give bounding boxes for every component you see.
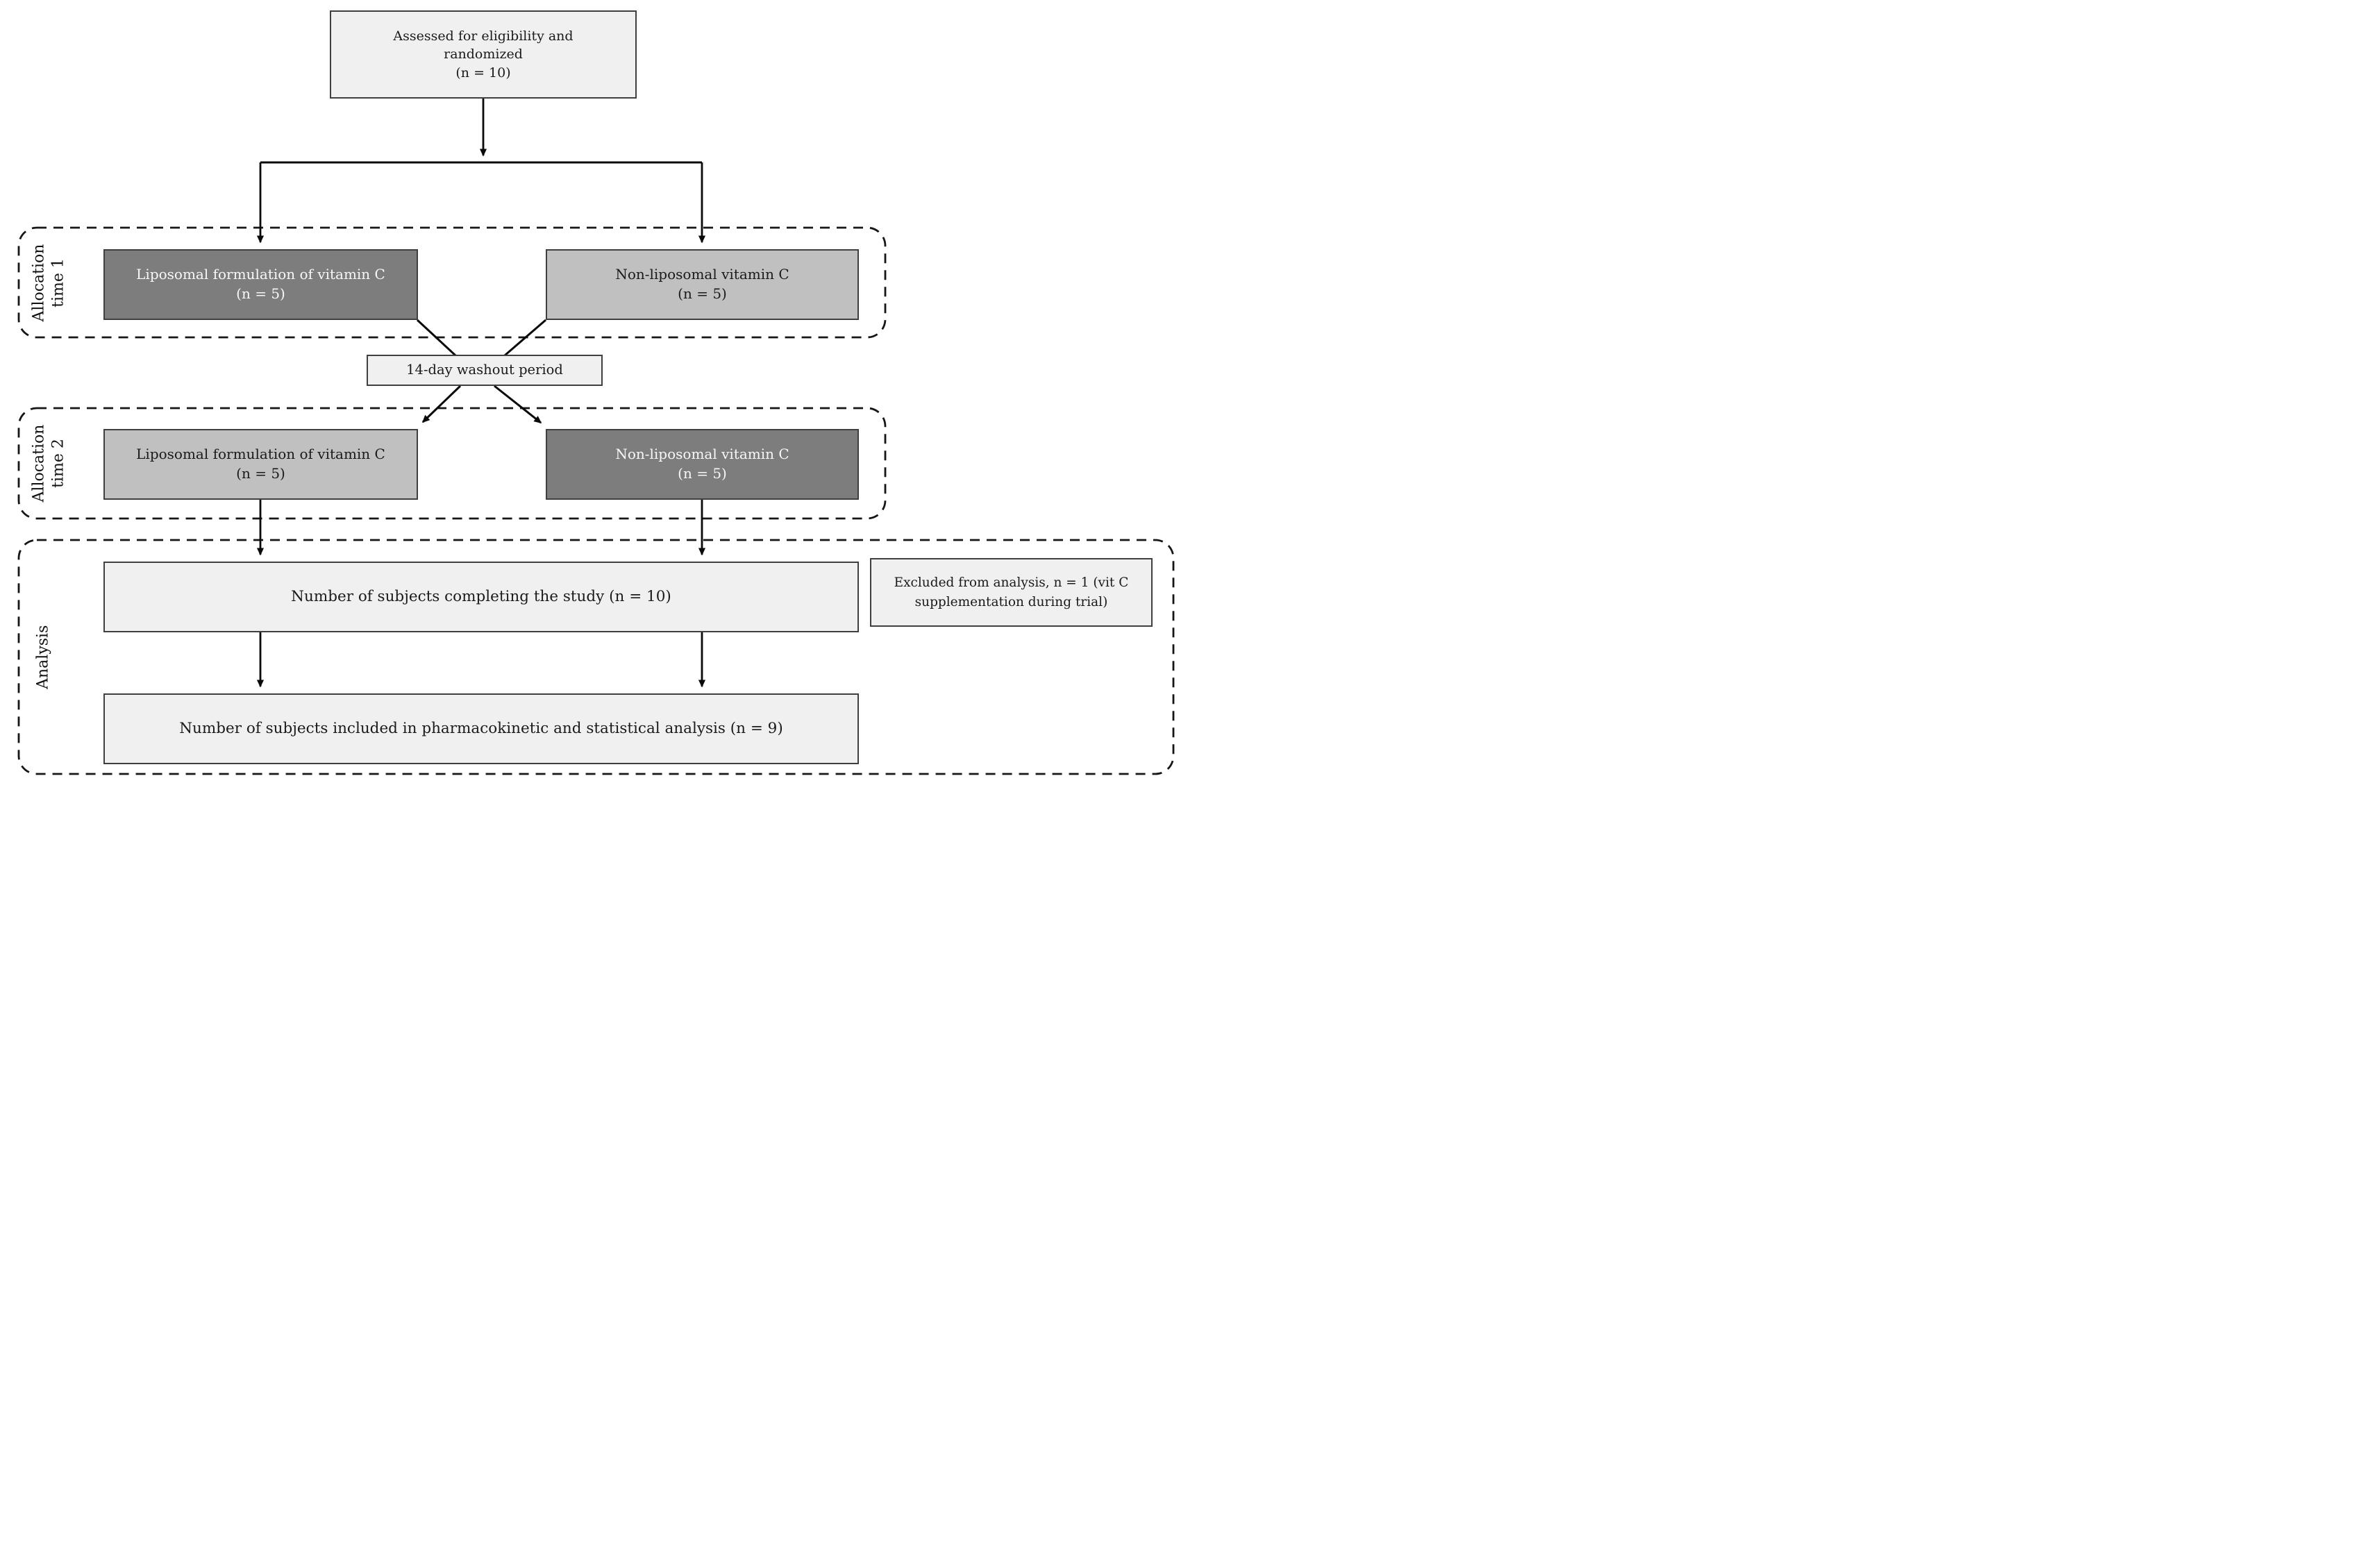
allocation1-liposomal-box: Liposomal formulation of vitamin C (n = … [103,249,418,320]
line-allocation1-liposomal-to-washout [416,319,457,357]
allocation1-nonliposomal-title: Non-liposomal vitamin C [615,266,789,283]
allocation1-nonliposomal-n: (n = 5) [678,285,727,302]
excluded-box: Excluded from analysis, n = 1 (vit C sup… [870,558,1153,627]
assessed-box: Assessed for eligibility and randomized … [330,10,637,99]
excluded-text-line1: Excluded from analysis, n = 1 (vit C [894,575,1129,590]
allocation1-region-frame [17,226,887,339]
included-box: Number of subjects included in pharmacok… [103,693,859,764]
included-text: Number of subjects included in pharmacok… [179,720,783,738]
allocation2-nonliposomal-title: Non-liposomal vitamin C [615,446,789,463]
assessed-text-line1: Assessed for eligibility and [393,28,574,44]
allocation2-nonliposomal-n: (n = 5) [678,465,727,482]
excluded-text-line2: supplementation during trial) [914,594,1108,609]
allocation1-nonliposomal-box: Non-liposomal vitamin C (n = 5) [546,249,859,320]
analysis-region-frame [17,539,1175,775]
allocation1-liposomal-title: Liposomal formulation of vitamin C [136,266,385,283]
allocation2-liposomal-n: (n = 5) [236,465,285,482]
consort-flow-diagram: Assessed for eligibility and randomized … [0,0,1184,784]
assessed-n: (n = 10) [455,65,511,81]
connector-lines [17,99,1175,775]
assessed-text-line2: randomized [444,47,523,62]
washout-box: 14-day washout period [367,355,603,386]
allocation2-liposomal-box: Liposomal formulation of vitamin C (n = … [103,429,418,500]
completing-text: Number of subjects completing the study … [291,588,671,606]
allocation2-nonliposomal-box: Non-liposomal vitamin C (n = 5) [546,429,859,500]
line-allocation1-nonliposomal-to-washout [504,319,546,357]
completing-box: Number of subjects completing the study … [103,562,859,632]
washout-title: 14-day washout period [406,362,563,378]
allocation2-liposomal-title: Liposomal formulation of vitamin C [136,446,385,463]
arrow-washout-to-allocation2-liposomal [421,385,462,423]
arrow-washout-to-allocation2-nonliposomal [494,385,542,424]
allocation1-liposomal-n: (n = 5) [236,285,285,302]
allocation2-region-frame [17,407,887,520]
